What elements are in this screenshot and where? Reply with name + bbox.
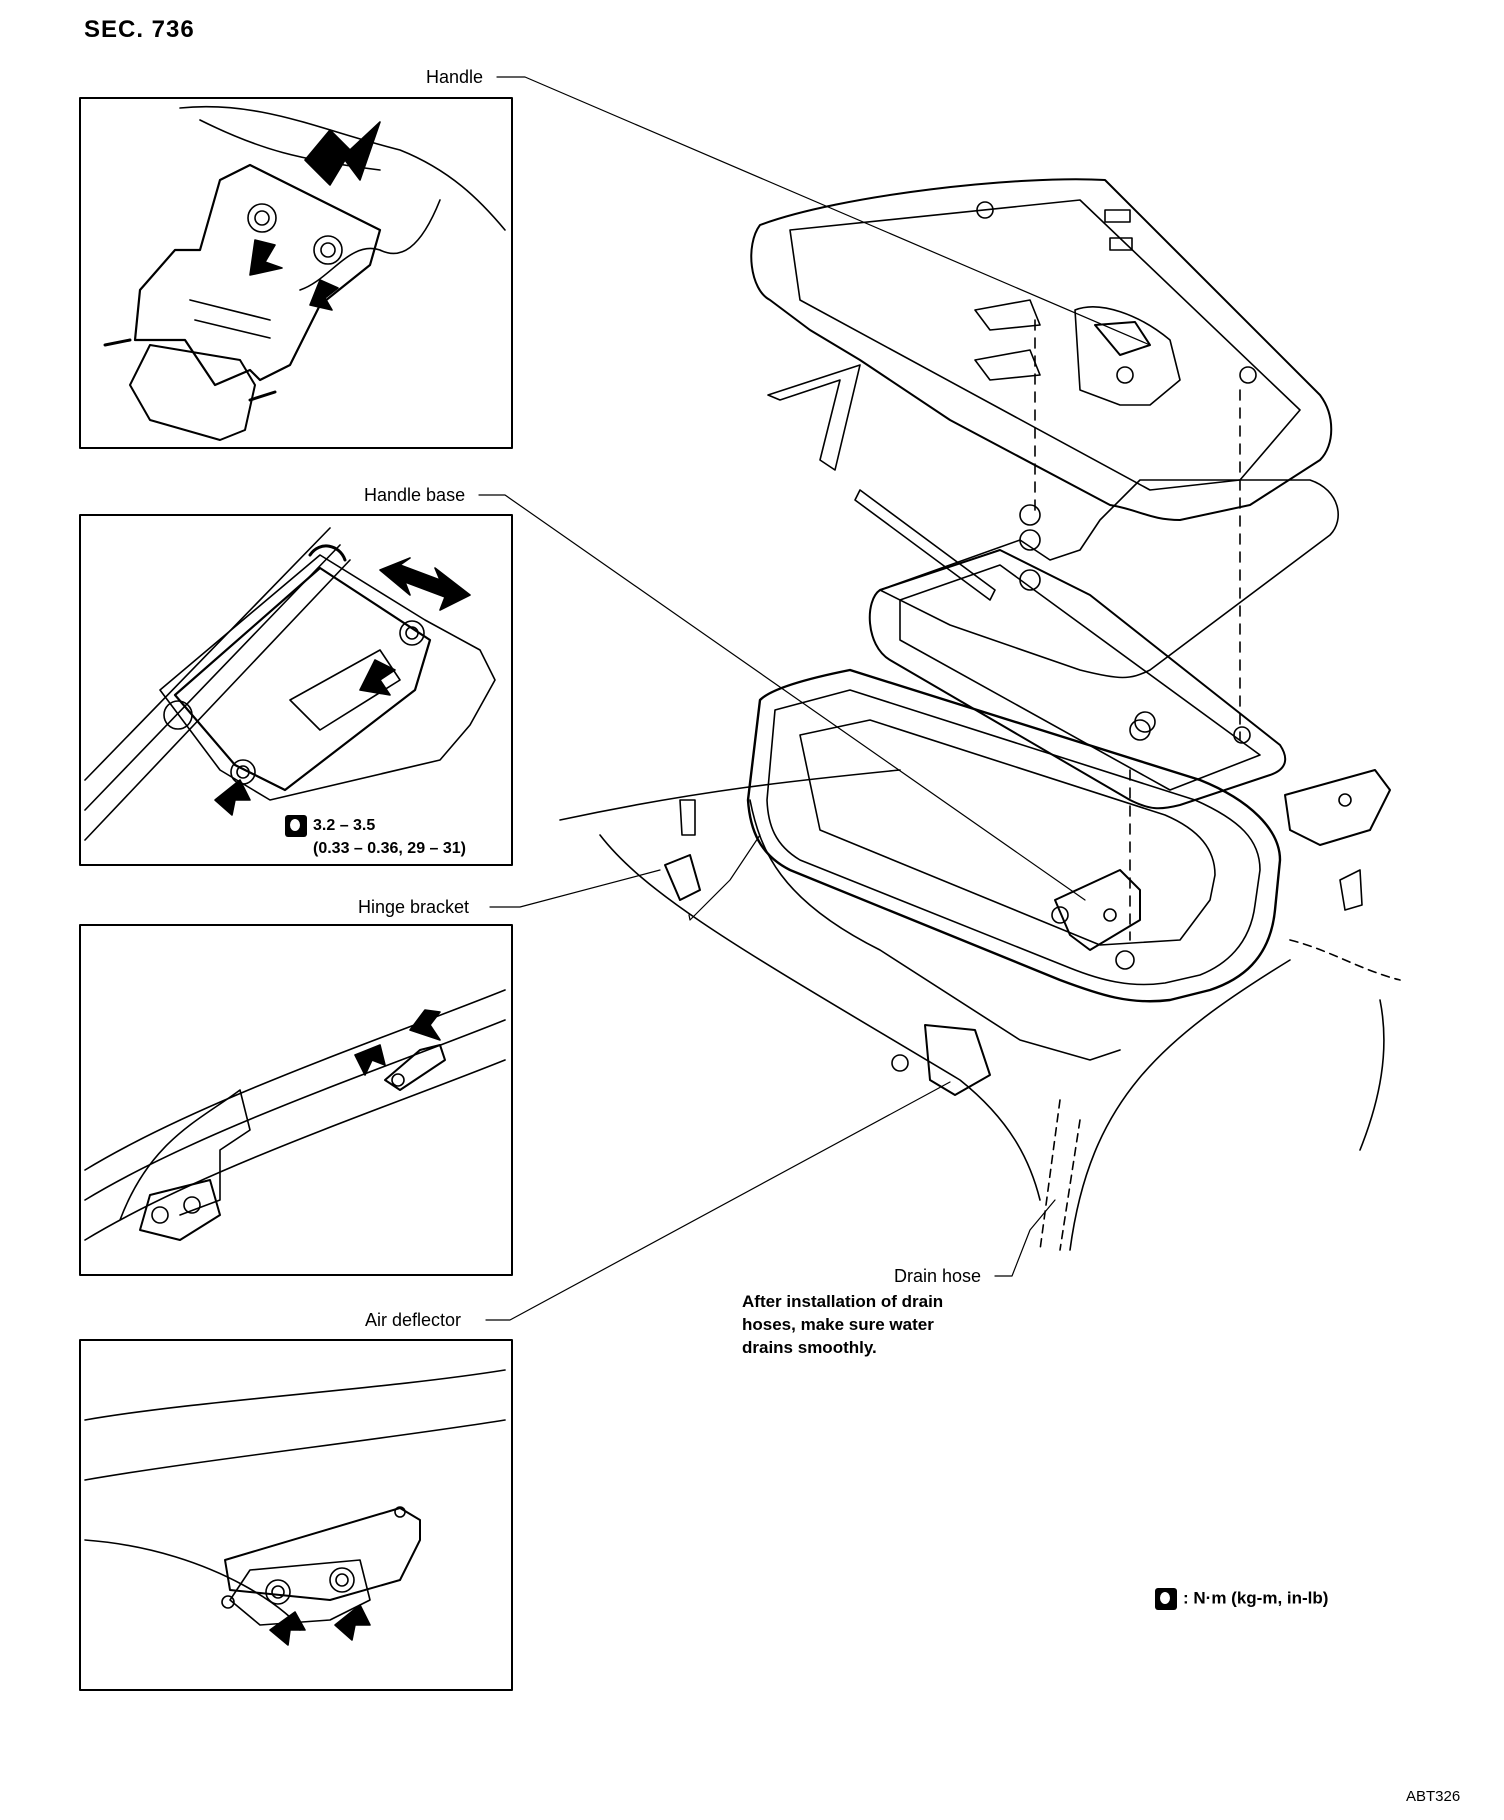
lid-seal: [879, 479, 1339, 679]
torque-spec: 3.2 – 3.5 (0.33 – 0.36, 29 – 31): [285, 814, 466, 860]
handle-base-detail-inset: [79, 514, 513, 866]
torque-wrench-icon: [1155, 1588, 1177, 1610]
drain-hose-note: After installation of drain hoses, make …: [742, 1290, 943, 1359]
note-line-1: After installation of drain: [742, 1292, 944, 1311]
hinge-bracket-part: [664, 799, 701, 901]
air-deflector-part: [891, 1024, 991, 1096]
move-arrows-icon: [304, 121, 381, 186]
arrow-icon: [309, 279, 339, 311]
label-hinge-bracket: Hinge bracket: [358, 897, 470, 917]
units-legend: : N·m (kg-m, in-lb): [1155, 1588, 1328, 1610]
figure-code: ABT326: [1406, 1788, 1461, 1805]
note-line-3: drains smoothly.: [742, 1338, 877, 1357]
handle-detail-inset: [79, 97, 513, 449]
glass-lid: [750, 178, 1333, 521]
trim-strip: [854, 489, 996, 601]
arrow-icon: [249, 239, 283, 276]
torque-value: 3.2 – 3.5: [313, 817, 376, 834]
trim-strip: [767, 364, 861, 471]
roof-body: [559, 769, 1401, 1251]
arrow-icon: [334, 1604, 371, 1641]
label-drain-hose: Drain hose: [894, 1266, 982, 1286]
label-handle: Handle: [426, 67, 484, 87]
torque-wrench-icon: [285, 814, 307, 837]
arrow-icon: [269, 1611, 306, 1646]
label-air-deflector: Air deflector: [365, 1310, 462, 1330]
note-line-2: hoses, make sure water: [742, 1315, 934, 1334]
hinge-bracket-detail-inset: [79, 924, 513, 1276]
legend-units: : N·m (kg-m, in-lb): [1183, 1588, 1329, 1608]
hinge-part-right: [1284, 769, 1391, 911]
section-number: SEC. 736: [84, 16, 195, 43]
leader-lines: [478, 76, 1151, 1321]
torque-value-alt: (0.33 – 0.36, 29 – 31): [313, 840, 466, 857]
arrow-icon: [354, 1044, 386, 1076]
arrow-icon: [409, 1009, 441, 1041]
arrow-icon: [214, 779, 251, 816]
double-arrow-icon: [379, 557, 471, 611]
sunshade-panel: [868, 549, 1287, 810]
arrow-icon: [359, 659, 396, 696]
air-deflector-detail-inset: [79, 1339, 513, 1691]
handle-base-part: [1051, 869, 1141, 970]
sunroof-frame: [746, 668, 1282, 1003]
label-handle-base: Handle base: [364, 485, 466, 505]
